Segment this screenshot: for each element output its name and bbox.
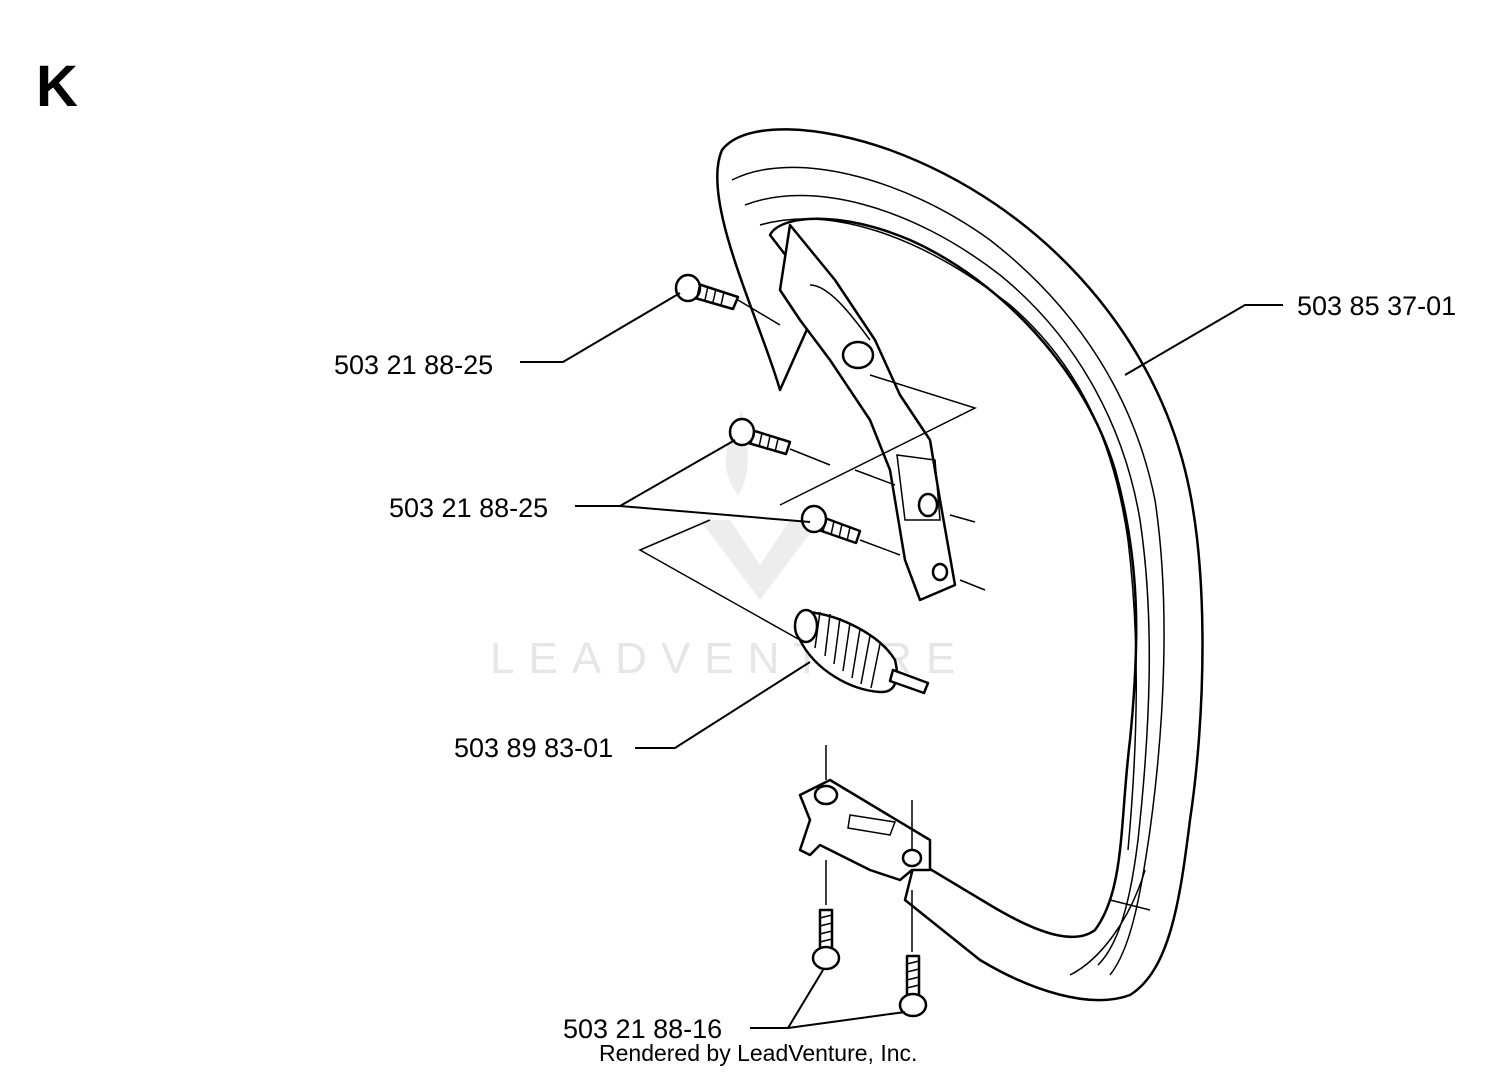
part-label-screw-pair: 503 21 88-25 [389, 493, 548, 523]
part-label-screw-bottom: 503 21 88-16 [563, 1014, 722, 1044]
part-label-screw-top: 503 21 88-25 [334, 350, 493, 380]
section-letter: K [36, 54, 78, 119]
screw-pair-drawing [728, 417, 862, 545]
upper-bracket-drawing [778, 223, 957, 602]
leader-lines [520, 292, 1283, 1029]
assembly-lines [638, 299, 986, 952]
part-label-front-handle: 503 85 37-01 [1297, 291, 1456, 321]
credit-text: Rendered by LeadVenture, Inc. [599, 1040, 917, 1066]
lower-bracket-drawing [798, 778, 932, 882]
spring-drawing [793, 608, 930, 695]
screw-bottom-drawing [811, 908, 928, 1018]
part-labels: 503 85 37-01 503 21 88-25 503 21 88-25 5… [334, 291, 1456, 1044]
front-handle-drawing [716, 128, 1204, 1002]
screw-top-drawing [674, 273, 740, 311]
part-label-spring: 503 89 83-01 [454, 733, 613, 763]
